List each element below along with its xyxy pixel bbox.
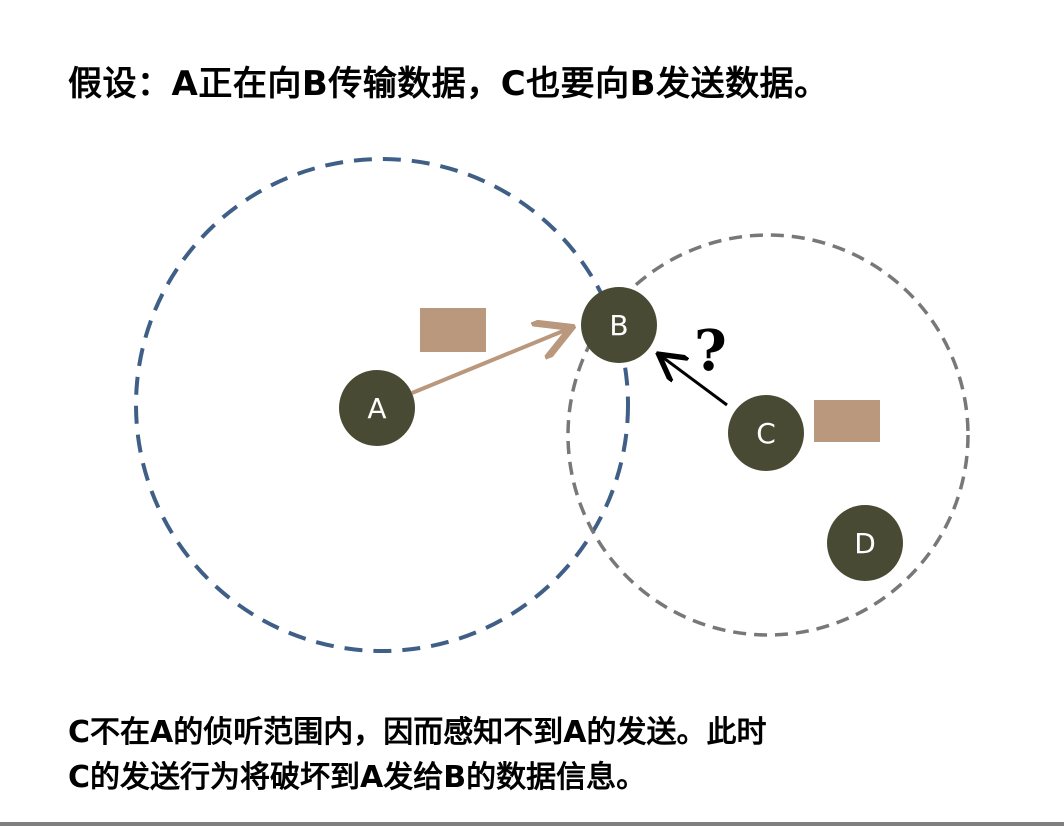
caption-line-2: C的发送行为将破坏到A发给B的数据信息。 (68, 760, 647, 795)
node-d: D (827, 505, 903, 581)
packet-c (814, 400, 880, 442)
node-c-label: C (756, 417, 776, 450)
node-b: B (581, 287, 657, 363)
bottom-divider (0, 822, 1064, 826)
node-a: A (339, 370, 415, 446)
question-mark: ? (694, 318, 727, 384)
c-range-circle (566, 233, 970, 637)
a-range-circle (134, 157, 630, 653)
diagram-title: 假设：A正在向B传输数据，C也要向B发送数据。 (68, 64, 829, 104)
packet-a (420, 308, 486, 352)
node-d-label: D (854, 527, 876, 560)
diagram-caption: C不在A的侦听范围内，因而感知不到A的发送。此时 C的发送行为将破坏到A发给B的… (68, 710, 766, 800)
arrow-a-to-b (411, 329, 568, 395)
caption-line-1: C不在A的侦听范围内，因而感知不到A的发送。此时 (68, 715, 767, 750)
arrow-c-to-b (661, 356, 728, 407)
node-c: C (728, 395, 804, 471)
node-a-label: A (367, 392, 386, 425)
node-b-label: B (609, 309, 628, 342)
